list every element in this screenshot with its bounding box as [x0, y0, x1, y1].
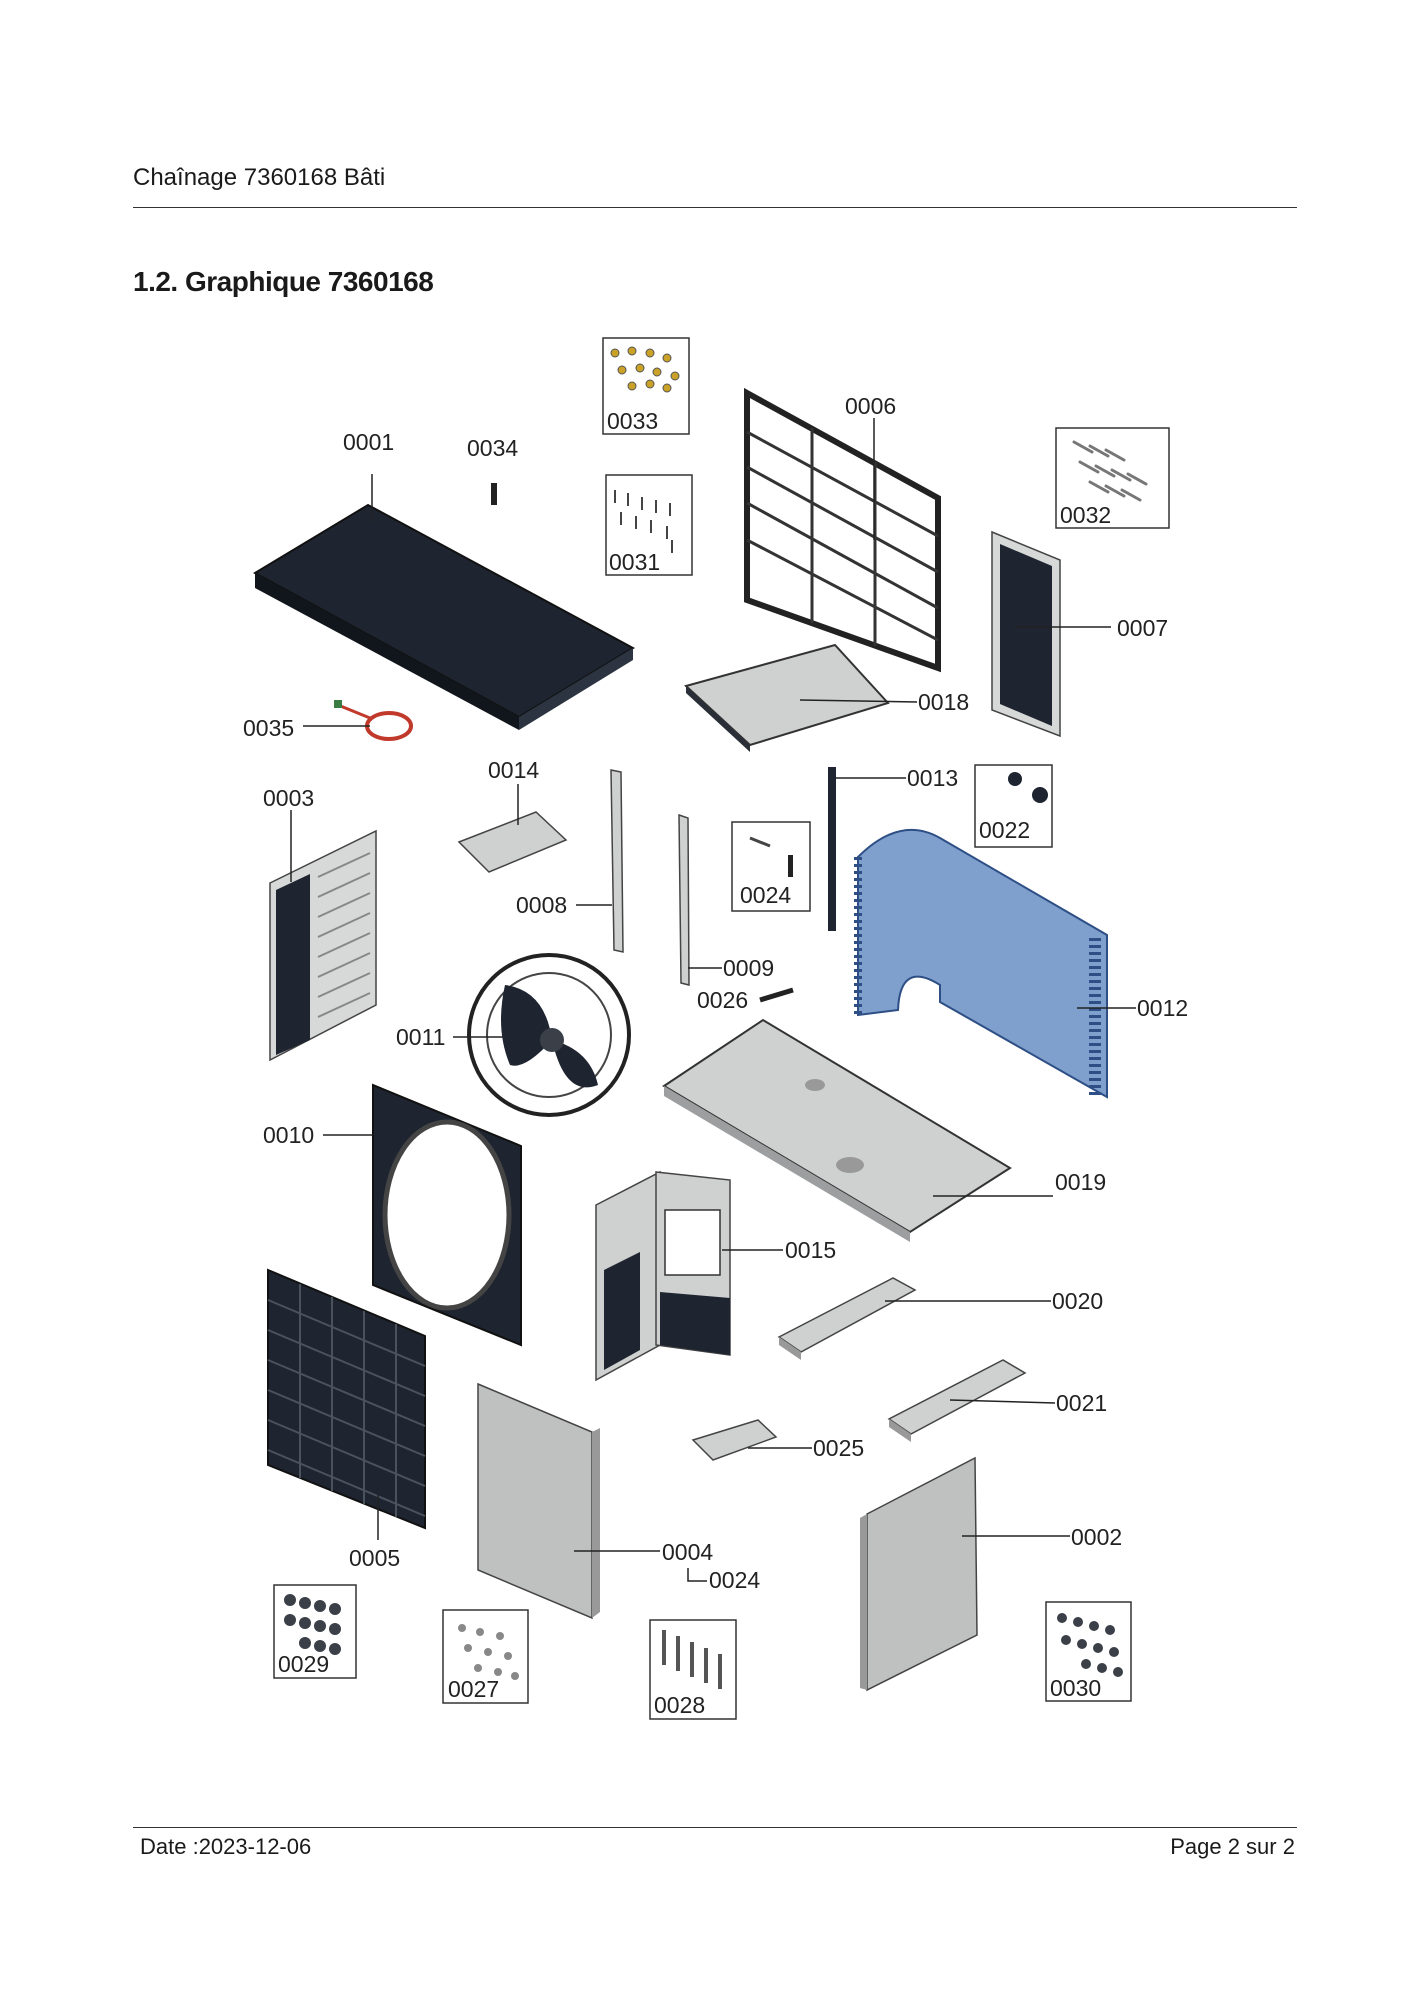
part-0019-base-pan: 0019: [662, 1018, 1106, 1242]
part-0024-connector-kit: 0024: [731, 821, 811, 912]
part-0005-front-grille: 0005: [267, 1268, 426, 1571]
part-0014-bracket: 0014: [457, 757, 568, 873]
section-title: 1.2. Graphique 7360168: [133, 266, 434, 297]
part-0033-screw-kit: 0033: [602, 337, 690, 435]
part-0020-mounting-rail: 0020: [777, 1277, 1103, 1360]
part-label-0009: 0009: [723, 955, 774, 981]
page-total: 2: [1282, 1834, 1295, 1859]
part-label-0031: 0031: [609, 549, 660, 575]
part-label-0025: 0025: [813, 1435, 864, 1461]
part-0021-mounting-rail: 0021: [887, 1359, 1107, 1442]
part-label-0006: 0006: [845, 393, 896, 419]
page-label: Page 2 sur: [1170, 1834, 1277, 1859]
part-0012-condenser-coil: 0012: [854, 829, 1188, 1099]
part-0027-screw-kit: 0027: [442, 1609, 529, 1704]
part-label-0005: 0005: [349, 1545, 400, 1571]
part-0031-screw-kit: 0031: [605, 474, 693, 576]
part-0035-sensor-cable: 0035: [243, 700, 413, 741]
part-label-0019: 0019: [1055, 1169, 1106, 1195]
footer-date: Date :2023-12-06: [140, 1834, 312, 1859]
part-label-0015: 0015: [785, 1237, 836, 1263]
part-0026-clip: 0026: [697, 987, 794, 1013]
part-0004-access-panel: 0004 0024: [477, 1382, 760, 1620]
part-label-0011: 0011: [396, 1024, 445, 1050]
part-label-0024: 0024: [740, 882, 791, 908]
part-label-0014: 0014: [488, 757, 539, 783]
part-0018-base-plate: 0018: [683, 643, 969, 752]
part-label-0013: 0013: [907, 765, 958, 791]
part-label-0035: 0035: [243, 715, 294, 741]
part-label-0027: 0027: [448, 1676, 499, 1702]
part-label-0024-secondary: 0024: [709, 1567, 760, 1593]
part-0029-nut-kit: 0029: [273, 1584, 357, 1679]
part-0028-bolt-kit: 0028: [649, 1619, 737, 1720]
header-divider: [133, 207, 1297, 208]
part-label-0012: 0012: [1137, 995, 1188, 1021]
part-label-0020: 0020: [1052, 1288, 1103, 1314]
part-0009-post: 0009: [678, 813, 774, 986]
part-label-0026: 0026: [697, 987, 748, 1013]
part-0008-post: 0008: [516, 769, 624, 953]
part-0030-nut-kit: 0030: [1045, 1601, 1132, 1702]
part-0010-fan-shroud: 0010: [263, 1083, 522, 1347]
part-label-0032: 0032: [1060, 502, 1111, 528]
part-0025-bracket: 0025: [691, 1419, 864, 1461]
document-header-title: Chaînage 7360168 Bâti: [133, 164, 386, 191]
part-0002-side-panel: 0002: [860, 1456, 1122, 1692]
part-label-0008: 0008: [516, 892, 567, 918]
part-label-0029: 0029: [278, 1651, 329, 1677]
part-label-0022: 0022: [979, 817, 1030, 843]
part-label-0034: 0034: [467, 435, 518, 461]
part-label-0007: 0007: [1117, 615, 1168, 641]
footer-page-number: Page 2 sur 2: [1170, 1834, 1295, 1860]
part-label-0018: 0018: [918, 689, 969, 715]
footer-divider: [133, 1827, 1297, 1828]
part-0003-grille-panel: 0003: [263, 785, 377, 1062]
part-label-0001: 0001: [343, 429, 394, 455]
part-0001-top-panel: 0001: [252, 429, 636, 730]
part-0011-fan-motor: 0011: [396, 953, 631, 1117]
part-label-0030: 0030: [1050, 1675, 1101, 1701]
part-label-0004: 0004: [662, 1539, 713, 1565]
part-0006-frame-grille: 0006: [744, 387, 941, 673]
part-0007-side-panel: 0007: [991, 530, 1168, 738]
part-label-0021: 0021: [1056, 1390, 1107, 1416]
part-label-0033: 0033: [607, 408, 658, 434]
part-label-0002: 0002: [1071, 1524, 1122, 1550]
part-0013-seal-strip: 0013: [828, 765, 958, 931]
part-0022-grommet-kit: 0022: [974, 764, 1053, 848]
part-0034-small-pin: 0034: [467, 435, 518, 505]
part-0015-partition-panel: 0015: [595, 1170, 836, 1382]
part-0032-bolt-kit: 0032: [1055, 427, 1170, 529]
part-label-0003: 0003: [263, 785, 314, 811]
part-label-0010: 0010: [263, 1122, 314, 1148]
part-label-0028: 0028: [654, 1692, 705, 1718]
